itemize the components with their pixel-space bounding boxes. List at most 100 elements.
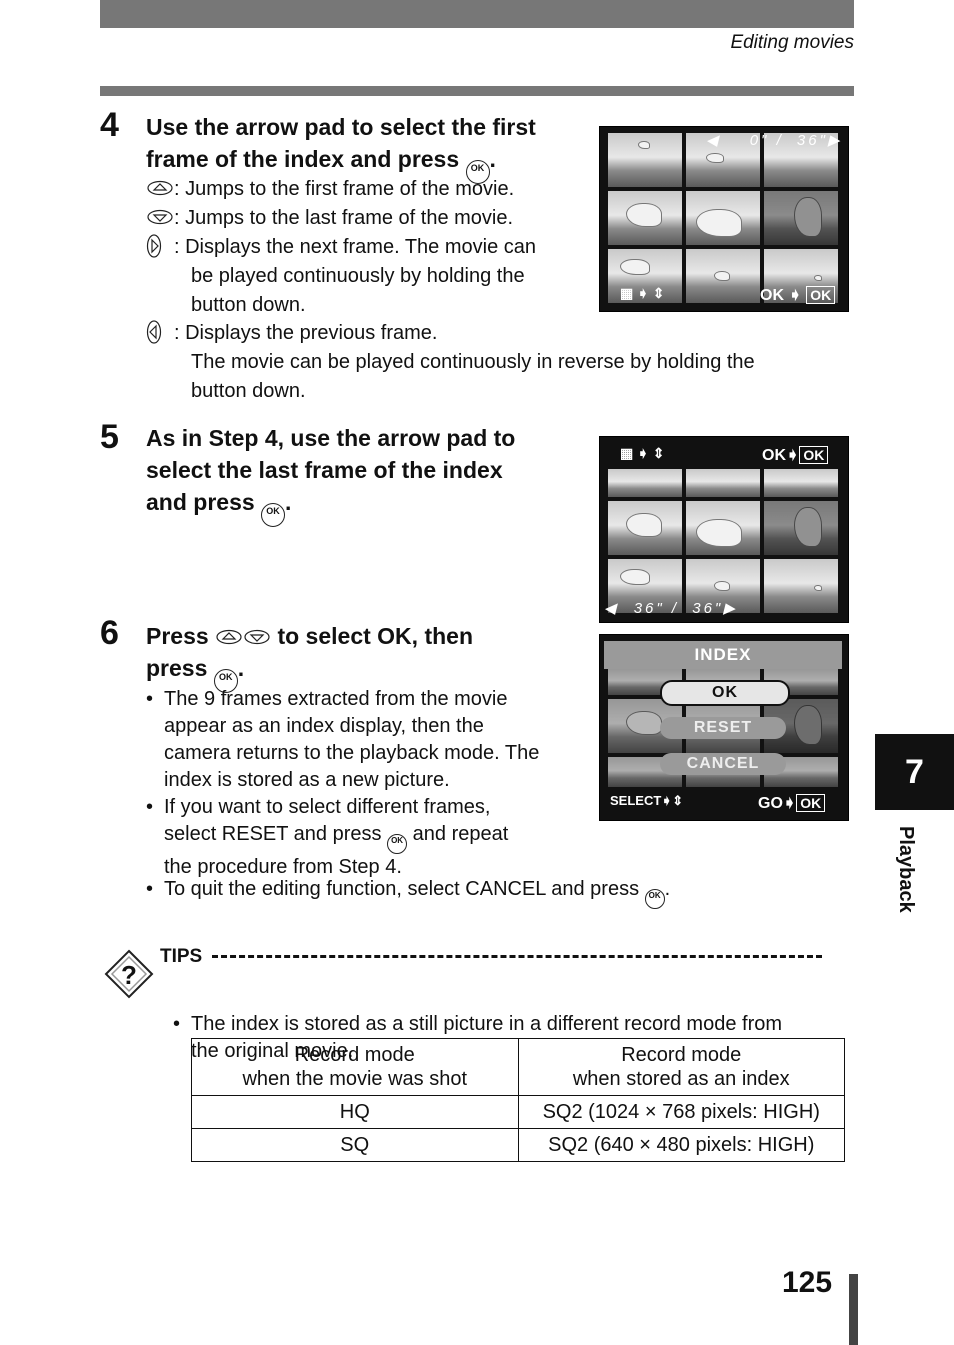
index-mode-icon: ▦ ➧ ⇕ <box>620 285 665 301</box>
page-number-bar <box>849 1274 858 1345</box>
table-row: HQ SQ2 (1024 × 768 pixels: HIGH) <box>191 1095 845 1129</box>
tips-divider <box>212 955 822 958</box>
step-4-item-up-text: : Jumps to the first frame of the movie. <box>174 178 515 200</box>
frame-thumbnail <box>686 191 760 245</box>
go-hint: GO➧OK <box>758 793 826 813</box>
chapter-label: Playback <box>895 826 917 913</box>
frame-counter: ◀ 36" / 36"▶ <box>604 599 738 617</box>
step-6-heading-text-1: Press <box>146 623 209 649</box>
frame-thumbnail <box>608 249 682 303</box>
header-text: Record mode <box>294 1044 415 1066</box>
step-4-heading-line-1: Use the arrow pad to select the first <box>146 114 536 140</box>
go-hint-label: GO <box>758 795 783 812</box>
frame-thumbnail <box>686 501 760 555</box>
step-4-item-left-text-1: : Displays the previous frame. <box>174 322 438 344</box>
up-down-icon: ⇕ <box>672 793 684 808</box>
table-row: SQ SQ2 (640 × 480 pixels: HIGH) <box>191 1128 845 1162</box>
frame-thumbnail <box>764 469 838 497</box>
bullet-line: The 9 frames extracted from the movie <box>164 688 508 710</box>
step-6-heading-text-3: press <box>146 655 208 681</box>
menu-option-reset[interactable]: RESET <box>660 717 786 739</box>
frame-thumbnail <box>608 133 682 187</box>
tips-label: TIPS <box>160 946 203 967</box>
step-5-heading-text: and press <box>146 489 255 515</box>
frame-thumbnail <box>686 249 760 303</box>
step-6-heading: Press to select OK, then press OK. <box>146 620 586 693</box>
step-4-heading: Use the arrow pad to select the first fr… <box>146 111 586 184</box>
table-cell: SQ2 (1024 × 768 pixels: HIGH) <box>517 1095 845 1129</box>
bullet-line: appear as an index display, then the <box>164 715 484 737</box>
frame-counter: ◀ 0" / 36"▶ <box>706 131 842 149</box>
step-4-items: : Jumps to the first frame of the movie.… <box>146 175 586 320</box>
frame-thumbnail <box>608 501 682 555</box>
frame-grid <box>608 133 838 303</box>
step-6-bullet-3: To quit the editing function, select CAN… <box>146 875 864 909</box>
step-4-item-down: : Jumps to the last frame of the movie. <box>146 204 586 233</box>
step-4-item-left-text-2: The movie can be played continuously in … <box>191 351 755 373</box>
menu-title: INDEX <box>604 641 842 669</box>
header-bar <box>100 0 854 28</box>
down-arrow-icon <box>244 629 270 645</box>
step-4-item-left-text-3: button down. <box>191 380 306 402</box>
ok-key-box: OK <box>799 446 829 464</box>
bullet-text: To quit the editing function, select CAN… <box>164 878 640 900</box>
counter-separator: / <box>671 600 680 617</box>
table-cell: HQ <box>191 1095 519 1129</box>
menu-option-cancel[interactable]: CANCEL <box>660 753 786 775</box>
index-select-first-screen: ◀ 0" / 36"▶ ▦ ➧ ⇕ OK ➧ OK <box>599 126 849 312</box>
frame-thumbnail <box>764 249 838 303</box>
bullet-line: If you want to select different frames, <box>164 796 491 818</box>
step-4-item-right-text-3: button down. <box>191 294 306 316</box>
menu-option-ok[interactable]: OK <box>660 680 790 706</box>
header-text: when the movie was shot <box>242 1068 468 1090</box>
bullet-text: select RESET and press <box>164 823 382 845</box>
step-6-bullets: The 9 frames extracted from the movie ap… <box>146 686 586 881</box>
frame-thumbnail <box>608 469 682 497</box>
table-cell: SQ2 (640 × 480 pixels: HIGH) <box>517 1128 845 1162</box>
step-4-item-right: : Displays the next frame. The movie can… <box>146 233 586 320</box>
ok-hint-label: OK <box>762 447 786 464</box>
step-6-number: 6 <box>100 614 119 652</box>
ok-button-icon: OK <box>261 503 286 527</box>
bullet-text: . <box>664 878 671 900</box>
counter-left-icon: ◀ <box>706 132 721 149</box>
table-cell: SQ <box>191 1128 519 1162</box>
counter-left-icon: ◀ <box>604 600 619 617</box>
step-4-item-left: : Displays the previous frame. The movie… <box>146 319 846 406</box>
step-6-bullet-2: If you want to select different frames, … <box>146 794 586 881</box>
frame-thumbnail <box>686 559 760 613</box>
header-rule <box>100 86 854 96</box>
counter-end: 36" <box>796 132 828 149</box>
counter-right-icon: ▶ <box>723 600 738 617</box>
tips-bullet-line-1: The index is stored as a still picture i… <box>191 1013 783 1035</box>
bullet-line: the procedure from Step 4. <box>164 856 402 878</box>
frame-thumbnail <box>686 469 760 497</box>
left-arrow-icon <box>146 320 162 344</box>
step-5-number: 5 <box>100 418 119 456</box>
bullet-line: camera returns to the playback mode. The <box>164 742 540 764</box>
page-number: 125 <box>782 1266 833 1299</box>
bullet-text: and repeat <box>412 823 509 845</box>
step-6-heading-text-2: to select OK, then <box>277 623 473 649</box>
header-text: when stored as an index <box>572 1068 790 1090</box>
ok-hint: OK➧OK <box>762 445 829 465</box>
counter-separator: / <box>776 132 784 149</box>
frame-thumbnail <box>764 133 838 187</box>
frame-thumbnail <box>764 559 838 613</box>
index-menu-screen: INDEX OK RESET CANCEL SELECT➧⇕ GO➧OK <box>599 634 849 821</box>
select-hint-label: SELECT <box>610 793 662 808</box>
step-4-item-right-text-1: : Displays the next frame. The movie can <box>174 236 537 258</box>
chapter-tab: 7 <box>875 734 954 810</box>
step-6-heading-line-2: press OK. <box>146 652 586 693</box>
ok-button-icon: OK <box>465 160 490 184</box>
frame-thumbnail <box>608 191 682 245</box>
counter-right-icon: ▶ <box>827 132 843 149</box>
step-4-item-down-text: : Jumps to the last frame of the movie. <box>174 207 514 229</box>
ok-button-icon: OK <box>644 889 665 909</box>
step-4-heading-text: frame of the index and press <box>146 146 460 172</box>
step-6-bullet-1: The 9 frames extracted from the movie ap… <box>146 686 586 794</box>
counter-end: 36" <box>692 600 724 617</box>
